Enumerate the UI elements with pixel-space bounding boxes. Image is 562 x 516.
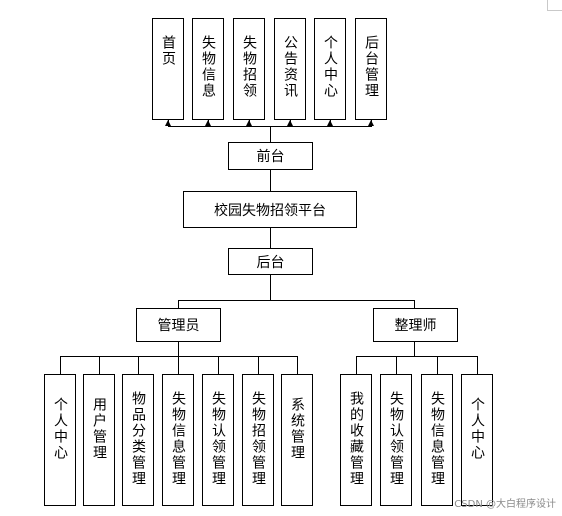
platform-label: 校园失物招领平台: [214, 202, 326, 219]
organizer-branch-3: [437, 356, 438, 374]
organizer-module-claim-management: 失物认领管理: [380, 374, 412, 506]
organizer-branch-4: [477, 356, 478, 374]
admin-branch-1: [60, 356, 61, 374]
admin-branch-5: [218, 356, 219, 374]
organizer-module-label: 个人中心: [469, 397, 485, 461]
admin-drop-line: [178, 300, 179, 308]
admin-module-label: 系统管理: [289, 397, 305, 461]
organizer-label: 整理师: [394, 318, 437, 334]
organizer-box: 整理师: [373, 308, 458, 342]
arrow-head-1: [165, 120, 171, 126]
frontend-label: 前台: [256, 149, 285, 165]
admin-module-lost-info-management: 失物信息管理: [162, 374, 194, 506]
watermark-text: CSDN @大白程序设计: [454, 499, 556, 510]
frontend-module-lost-info: 失物信息: [192, 18, 224, 120]
admin-branch-3: [138, 356, 139, 374]
admin-branch-2: [99, 356, 100, 374]
admin-box: 管理员: [136, 308, 221, 342]
roles-bus-line: [178, 300, 415, 301]
admin-module-personal-center: 个人中心: [44, 374, 76, 506]
organizer-module-personal-center: 个人中心: [461, 374, 493, 506]
page-corner-mark: [547, 0, 562, 11]
admin-label: 管理员: [157, 318, 200, 334]
arrow-head-4: [287, 120, 293, 126]
frontend-module-label: 失物信息: [200, 35, 216, 99]
frontend-module-label: 首页: [160, 35, 176, 67]
organizer-branch-1: [356, 356, 357, 374]
admin-branch-7: [297, 356, 298, 374]
organizer-module-lost-info-management: 失物信息管理: [421, 374, 453, 506]
admin-module-user-management: 用户管理: [83, 374, 115, 506]
platform-to-backend-line: [270, 227, 271, 248]
organizer-module-label: 我的收藏管理: [348, 391, 364, 487]
admin-module-category-management: 物品分类管理: [122, 374, 154, 506]
frontend-to-platform-line: [270, 169, 271, 191]
frontend-module-lost-found: 失物招领: [233, 18, 265, 120]
frontend-module-backend-admin: 后台管理: [355, 18, 387, 120]
platform-box: 校园失物招领平台: [183, 191, 357, 228]
admin-bus-line: [60, 356, 298, 357]
admin-module-found-management: 失物招领管理: [242, 374, 274, 506]
backend-trunk-line: [270, 274, 271, 301]
organizer-branch-2: [396, 356, 397, 374]
organizer-module-favorites-management: 我的收藏管理: [340, 374, 372, 506]
admin-branch-4: [178, 356, 179, 374]
admin-module-label: 失物信息管理: [170, 391, 186, 487]
frontend-module-home: 首页: [152, 18, 184, 120]
admin-branch-6: [258, 356, 259, 374]
admin-module-claim-management: 失物认领管理: [202, 374, 234, 506]
frontend-module-announcements: 公告资讯: [274, 18, 306, 120]
organizer-trunk-line: [414, 341, 415, 357]
frontend-module-label: 后台管理: [363, 35, 379, 99]
frontend-module-personal-center: 个人中心: [314, 18, 346, 120]
admin-module-label: 失物招领管理: [250, 391, 266, 487]
arrow-head-3: [246, 120, 252, 126]
frontend-module-label: 个人中心: [322, 35, 338, 99]
admin-module-label: 个人中心: [52, 397, 68, 461]
admin-module-label: 失物认领管理: [210, 391, 226, 487]
arrow-head-2: [205, 120, 211, 126]
backend-box: 后台: [228, 248, 313, 275]
frontend-module-label: 失物招领: [241, 35, 257, 99]
admin-module-label: 物品分类管理: [130, 391, 146, 487]
organizer-module-label: 失物信息管理: [429, 391, 445, 487]
frontend-trunk-line: [270, 126, 271, 143]
arrow-head-6: [368, 120, 374, 126]
admin-trunk-line: [178, 341, 179, 357]
admin-module-system-management: 系统管理: [281, 374, 313, 506]
admin-module-label: 用户管理: [91, 397, 107, 461]
backend-label: 后台: [256, 254, 285, 271]
organizer-bus-line: [356, 356, 478, 357]
arrow-head-5: [327, 120, 333, 126]
frontend-module-label: 公告资讯: [282, 35, 298, 99]
organizer-module-label: 失物认领管理: [388, 391, 404, 487]
organizer-drop-line: [414, 300, 415, 308]
frontend-box: 前台: [228, 142, 313, 170]
